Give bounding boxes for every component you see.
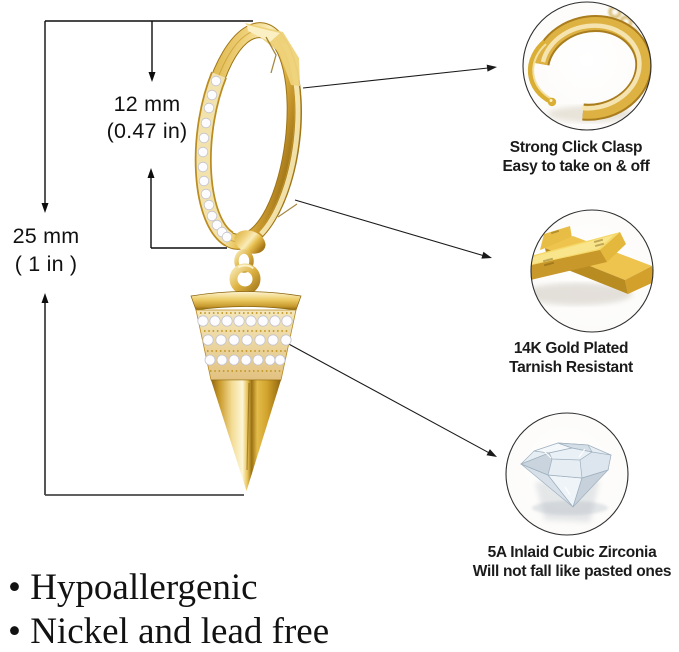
bead-rows [200, 312, 292, 372]
diamond [520, 442, 612, 508]
feature-item-hypoallergenic: • Hypoallergenic [8, 567, 258, 608]
cone-spike [211, 380, 281, 491]
hoop-pave-strip [194, 71, 234, 247]
zirconia-caption-line2: Will not fall like pasted ones [472, 562, 672, 580]
clasp-caption-line1: Strong Click Clasp [509, 139, 643, 156]
hoop-clasp-bottom [234, 230, 266, 254]
clasp-callout-line [302, 67, 489, 89]
cone-rim [190, 291, 302, 311]
callout-arrowheads [481, 64, 497, 457]
bar-stamp-marks [542, 229, 605, 267]
hoop-dimension-value: 12 mm [113, 92, 181, 116]
open-clasp-hoop [527, 15, 651, 121]
total-dimension-inches: ( 1 in ) [14, 252, 78, 276]
arrow-up-icon [41, 293, 49, 303]
arrow-right-icon [486, 449, 497, 457]
total-dimension-value: 25 mm [12, 224, 80, 248]
dimension-arrowheads [41, 72, 156, 303]
zirconia-photo-circle [505, 412, 629, 536]
callout-caption-gold: 14K Gold Plated Tarnish Resistant [509, 340, 633, 377]
callout-caption-zirconia: 5A Inlaid Cubic Zirconia Will not fall l… [472, 544, 672, 581]
callout-caption-clasp: Strong Click Clasp Easy to take on & off [502, 139, 649, 176]
arrow-right-icon [486, 64, 497, 72]
hinge [245, 23, 300, 86]
clasp-photo-circle [522, 1, 652, 131]
jump-ring [229, 263, 261, 295]
gold-bars-photo-circle [530, 209, 654, 333]
feature-list: • Hypoallergenic • Nickel and lead free [8, 566, 329, 652]
arrow-right-icon [481, 251, 492, 259]
gold-bar-front [531, 232, 626, 283]
gold-callout-line [294, 199, 484, 257]
hoop-dimension-inches: (0.47 in) [106, 119, 188, 143]
earring-photo [190, 22, 302, 491]
arrow-down-icon [41, 203, 49, 213]
feature-item-nickel-free: • Nickel and lead free [8, 611, 330, 652]
zirconia-caption-line1: 5A Inlaid Cubic Zirconia [487, 544, 657, 561]
cz-stones [197, 75, 233, 243]
gold-caption-line2: Tarnish Resistant [509, 358, 633, 376]
spike-pendant [190, 291, 302, 491]
clasp-seam [277, 203, 298, 218]
gold-caption-line1: 14K Gold Plated [513, 340, 629, 357]
zirconia-callout-line [284, 341, 490, 454]
total-dimension-label: 25 mm ( 1 in ) [13, 222, 80, 278]
sparkle-icon [542, 448, 586, 496]
cz-stones [197, 315, 293, 366]
hoop-dimension-label: 12 mm (0.47 in) [107, 91, 188, 145]
dimension-lines [44, 20, 253, 496]
arrow-up-icon [147, 168, 155, 178]
callout-arrows [284, 67, 490, 454]
arrow-down-icon [148, 72, 156, 82]
clasp-caption-line2: Easy to take on & off [502, 157, 650, 175]
